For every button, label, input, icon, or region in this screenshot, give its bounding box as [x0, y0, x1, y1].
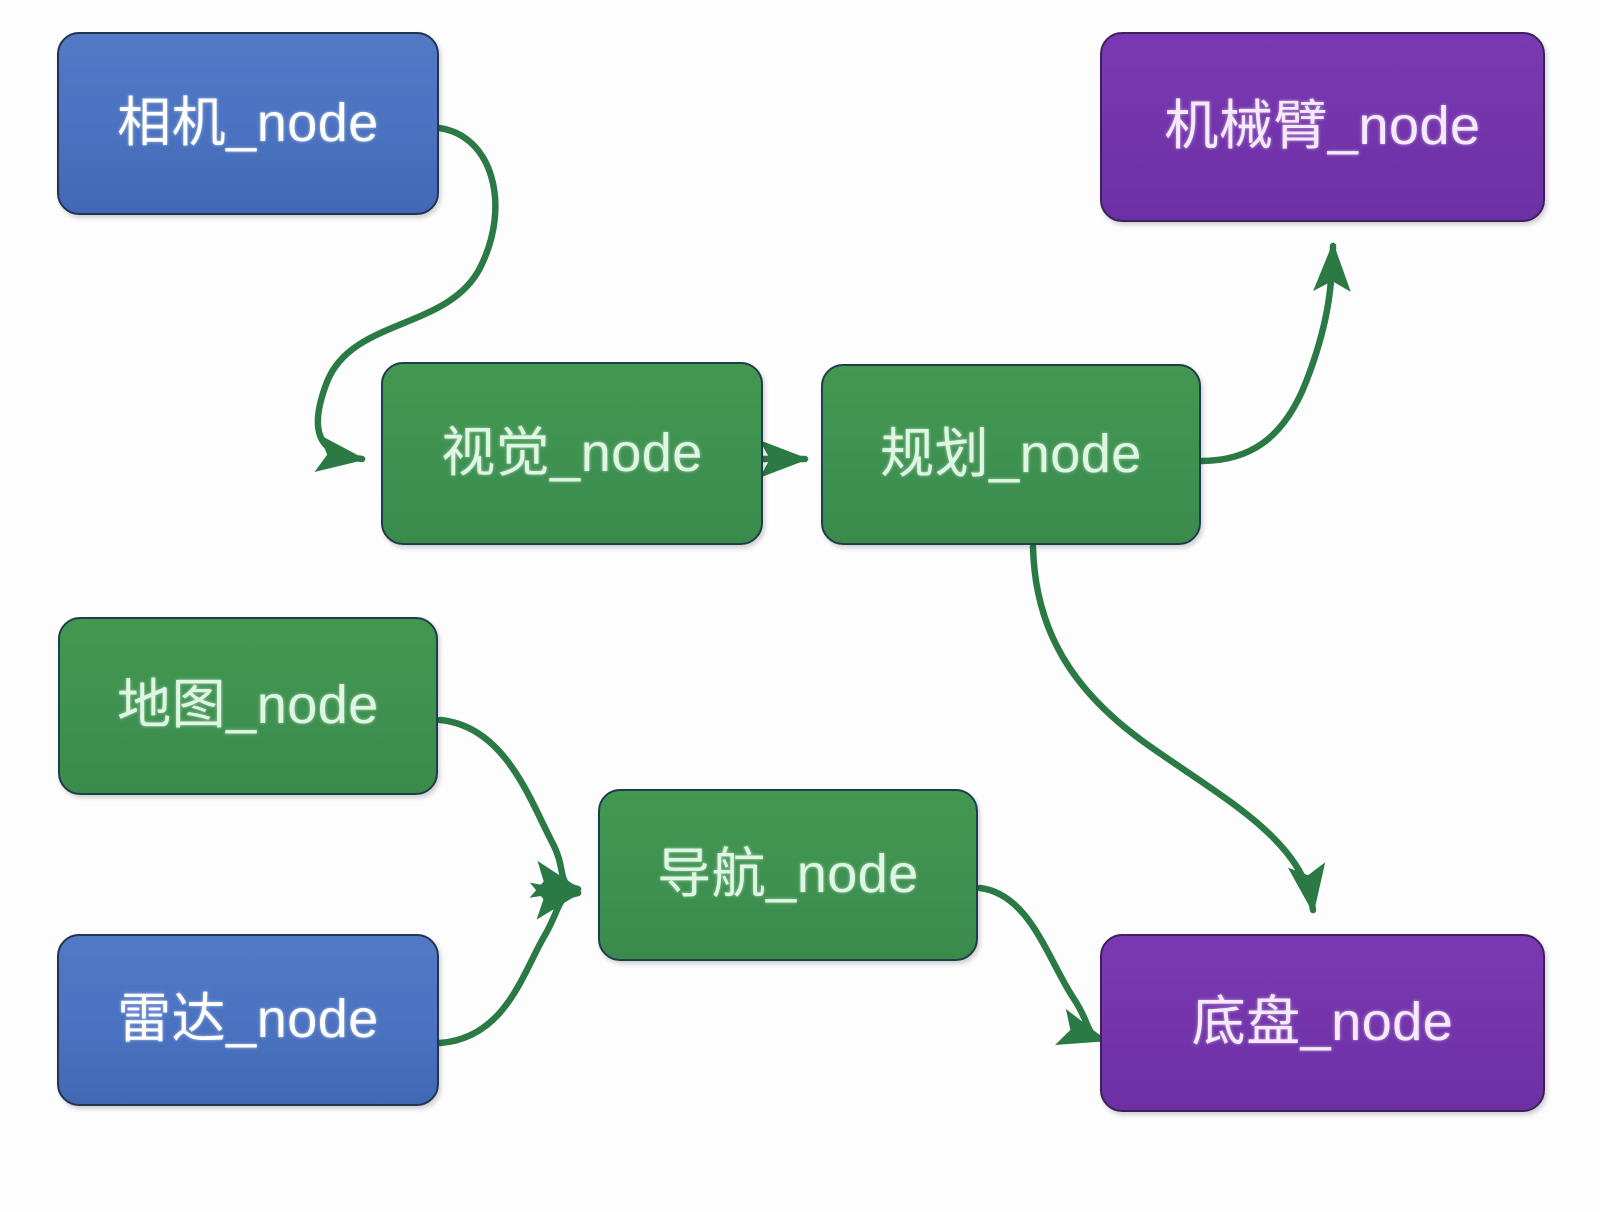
- node-camera[interactable]: 相机_node: [57, 32, 439, 215]
- node-planner-label: 规划_node: [880, 423, 1142, 484]
- node-nav[interactable]: 导航_node: [598, 789, 978, 961]
- node-map[interactable]: 地图_node: [58, 617, 438, 795]
- node-planner[interactable]: 规划_node: [821, 364, 1201, 545]
- node-camera-label: 相机_node: [117, 92, 379, 153]
- node-arm-label: 机械臂_node: [1164, 96, 1481, 157]
- edge-planner-arm: [1197, 242, 1351, 465]
- node-lidar[interactable]: 雷达_node: [57, 934, 439, 1106]
- node-lidar-label: 雷达_node: [117, 989, 379, 1050]
- node-chassis-label: 底盘_node: [1191, 992, 1454, 1053]
- node-arm[interactable]: 机械臂_node: [1100, 32, 1545, 222]
- node-map-label: 地图_node: [117, 675, 379, 736]
- edge-planner-chassis: [1029, 543, 1326, 914]
- node-vision-label: 视觉_node: [441, 422, 703, 483]
- edge-nav-chassis: [976, 884, 1108, 1045]
- edge-lidar-nav: [436, 882, 582, 1047]
- node-nav-label: 导航_node: [657, 844, 919, 905]
- node-chassis[interactable]: 底盘_node: [1100, 934, 1545, 1112]
- node-vision[interactable]: 视觉_node: [381, 362, 763, 545]
- edge-map-nav: [436, 716, 582, 898]
